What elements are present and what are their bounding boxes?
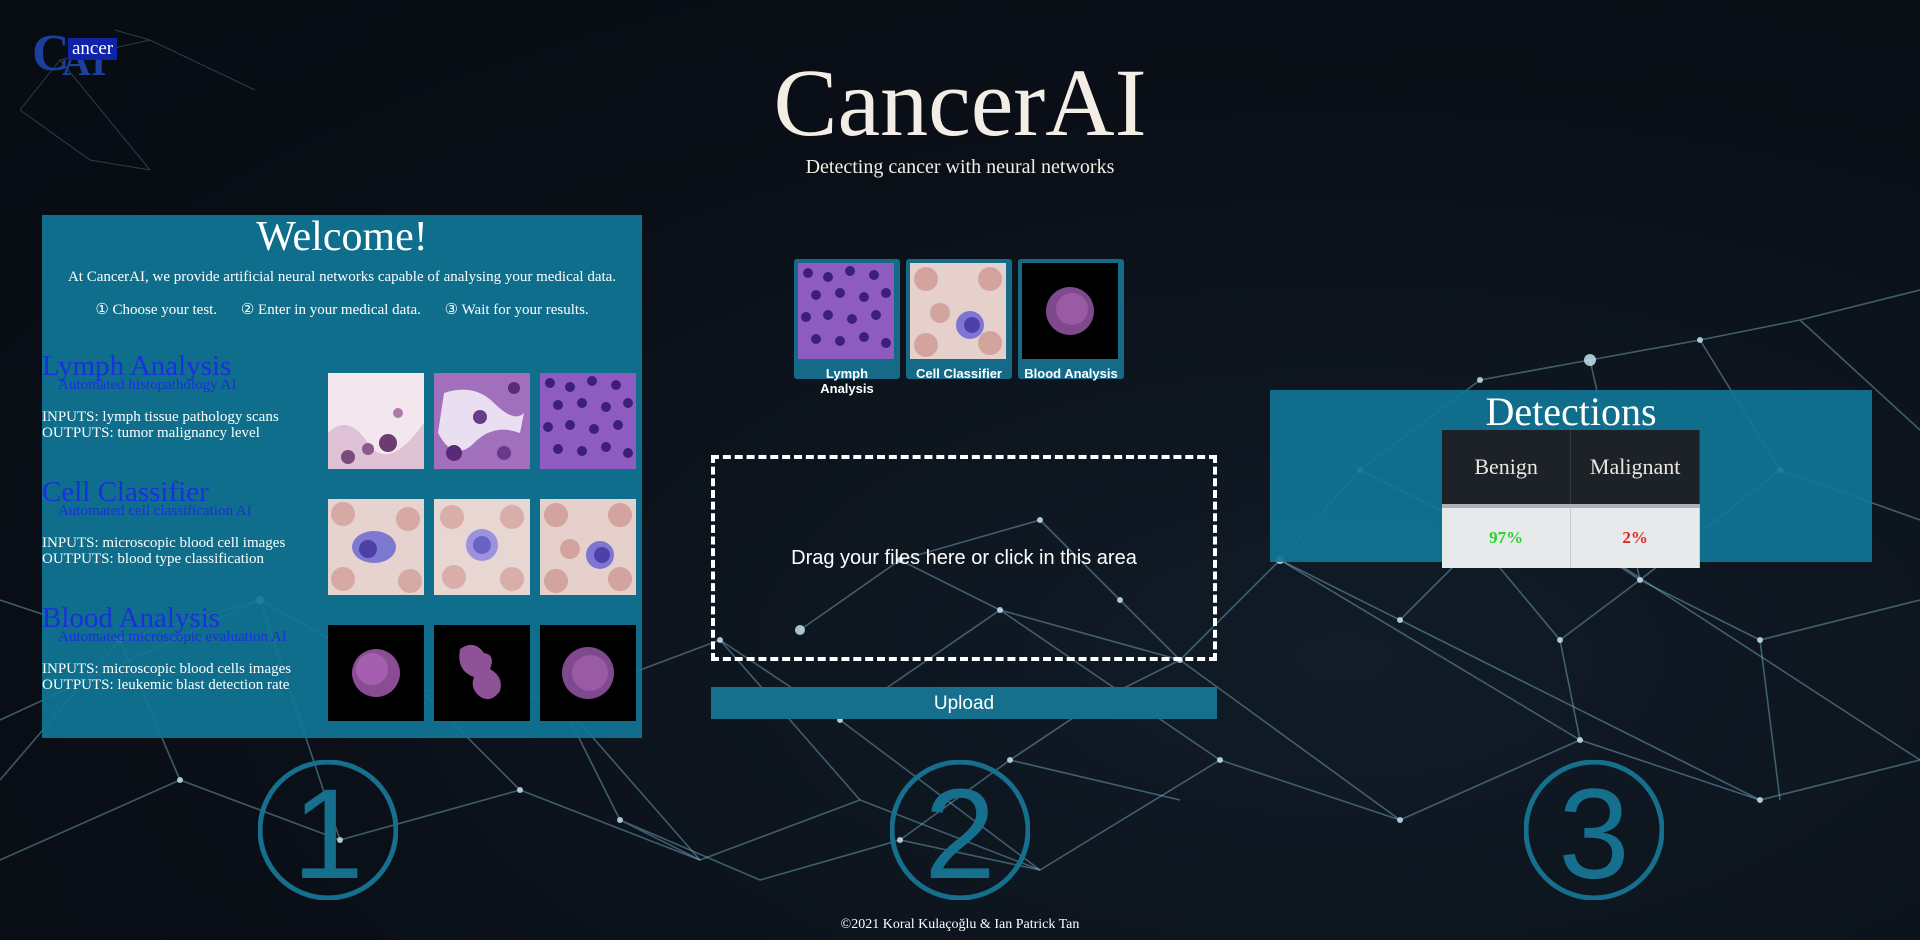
test-io-blood: INPUTS: microscopic blood cells images O… bbox=[42, 661, 291, 693]
file-dropzone[interactable]: Drag your files here or click in this ar… bbox=[711, 455, 1217, 661]
blood-sample-image bbox=[328, 625, 424, 721]
test-lymph: Lymph Analysis Automated histopathology … bbox=[42, 350, 642, 469]
test-blood: Blood Analysis Automated microscopic eva… bbox=[42, 602, 642, 721]
selector-label-blood: Blood Analysis bbox=[1024, 366, 1118, 381]
test-title-cell[interactable]: Cell Classifier bbox=[42, 476, 209, 508]
step-1-digit: 1 bbox=[292, 763, 363, 900]
header-malignant: Malignant bbox=[1570, 430, 1700, 508]
upload-button[interactable]: Upload bbox=[711, 687, 1217, 719]
step-2-digit: 2 bbox=[924, 763, 995, 900]
footer: ©2021 Koral Kulaçoğlu & Ian Patrick Tan bbox=[840, 917, 1080, 932]
welcome-intro: At CancerAI, we provide artificial neura… bbox=[67, 269, 617, 285]
test-outputs-lymph: OUTPUTS: tumor malignancy level bbox=[42, 425, 260, 441]
step-1-numeral: 1 bbox=[258, 760, 398, 900]
test-outputs-cell: OUTPUTS: blood type classification bbox=[42, 551, 265, 567]
dropzone-text: Drag your files here or click in this ar… bbox=[791, 546, 1137, 569]
selector-cell-classifier[interactable]: Cell Classifier bbox=[906, 259, 1012, 381]
blood-sample-image bbox=[540, 625, 636, 721]
cell-sample-image bbox=[434, 499, 530, 595]
logo-letter: C bbox=[32, 25, 70, 82]
test-title-lymph[interactable]: Lymph Analysis bbox=[42, 350, 232, 382]
selector-lymph-analysis[interactable]: Lymph Analysis bbox=[794, 259, 900, 396]
logo-text: ancer bbox=[68, 38, 118, 60]
header-benign: Benign bbox=[1442, 430, 1572, 508]
test-outputs-blood: OUTPUTS: leukemic blast detection rate bbox=[42, 677, 290, 693]
detections-table: Benign Malignant 97% 2% bbox=[1442, 430, 1700, 568]
value-malignant: 2% bbox=[1570, 506, 1700, 568]
test-io-cell: INPUTS: microscopic blood cell images OU… bbox=[42, 535, 285, 567]
blood-analysis-image bbox=[1022, 263, 1118, 359]
test-cell: Cell Classifier Automated cell classific… bbox=[42, 476, 642, 595]
step-2-text: ② Enter in your medical data. bbox=[240, 302, 421, 318]
step-3-text: ③ Wait for your results. bbox=[444, 302, 589, 318]
lymph-sample-image bbox=[540, 373, 636, 469]
logo[interactable]: C AI ancer bbox=[32, 25, 122, 84]
selector-label-cell: Cell Classifier bbox=[916, 366, 1002, 381]
step-1-text: ① Choose your test. bbox=[95, 302, 218, 318]
welcome-panel: Welcome! At CancerAI, we provide artific… bbox=[42, 215, 642, 738]
selector-label-lymph: Lymph Analysis bbox=[820, 366, 874, 396]
test-title-blood[interactable]: Blood Analysis bbox=[42, 602, 221, 634]
lymph-sample-image bbox=[434, 373, 530, 469]
test-subtitle-lymph: Automated histopathology AI bbox=[58, 377, 237, 393]
test-inputs-cell: INPUTS: microscopic blood cell images bbox=[42, 535, 286, 551]
selector-blood-analysis[interactable]: Blood Analysis bbox=[1018, 259, 1124, 381]
test-subtitle-cell: Automated cell classification AI bbox=[58, 503, 252, 519]
site-subtitle: Detecting cancer with neural networks bbox=[805, 156, 1115, 178]
detections-panel: Detections Benign Malignant 97% 2% bbox=[1270, 389, 1872, 568]
step-3-numeral: 3 bbox=[1524, 760, 1664, 900]
test-inputs-lymph: INPUTS: lymph tissue pathology scans bbox=[42, 409, 279, 425]
lymph-sample-image bbox=[328, 373, 424, 469]
detections-title: Detections bbox=[1485, 389, 1657, 434]
cell-sample-image bbox=[540, 499, 636, 595]
cell-sample-image bbox=[328, 499, 424, 595]
welcome-title: Welcome! bbox=[256, 214, 428, 260]
step-3-digit: 3 bbox=[1558, 763, 1629, 900]
blood-sample-image bbox=[434, 625, 530, 721]
test-subtitle-blood: Automated microscopic evaluation AI bbox=[58, 629, 287, 645]
step-2-numeral: 2 bbox=[890, 760, 1030, 900]
test-io-lymph: INPUTS: lymph tissue pathology scans OUT… bbox=[42, 409, 279, 441]
cell-classifier-image bbox=[910, 263, 1006, 359]
site-title: CancerAI bbox=[773, 49, 1147, 156]
value-benign: 97% bbox=[1442, 506, 1572, 568]
test-inputs-blood: INPUTS: microscopic blood cells images bbox=[42, 661, 292, 677]
welcome-steps: ① Choose your test. ② Enter in your medi… bbox=[42, 300, 642, 319]
lymph-analysis-image bbox=[798, 263, 894, 359]
